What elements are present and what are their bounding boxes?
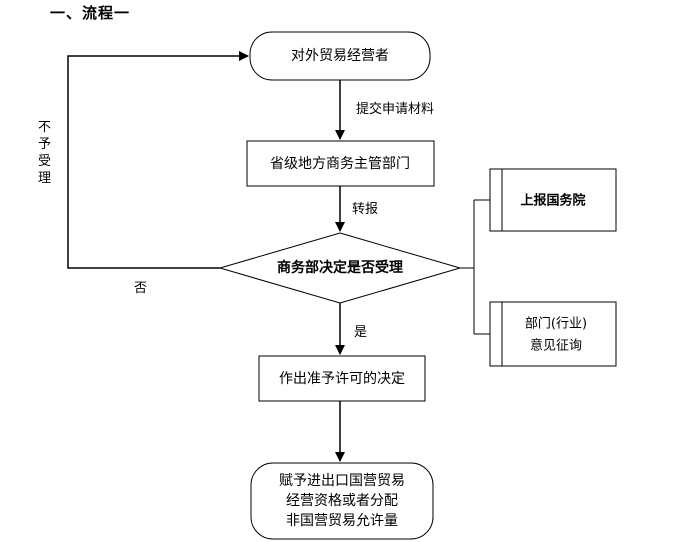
provincial-node-label: 省级地方商务主管部门 [270,156,410,172]
section-heading: 一、流程一 [50,4,131,22]
start-node-label: 对外贸易经营者 [291,48,389,64]
edge-label-reject-2: 予 [38,137,51,152]
arrow-reject-loop [67,51,249,269]
edge-label-reject-4: 理 [38,171,51,186]
result-node [250,462,434,540]
edge-label-forward: 转报 [352,202,378,217]
edge-label-reject-1: 不 [38,120,51,135]
dept-consult-label-1: 部门(行业) [525,317,587,332]
dept-consult-label-2: 意见征询 [530,338,582,354]
edge-label-yes: 是 [354,325,367,340]
result-node-label-3: 非国营贸易允许量 [286,513,398,529]
permit-node-label: 作出准予许可的决定 [279,371,405,387]
edge-label-no: 否 [134,281,147,296]
result-node-label-1: 赋予进出口国营贸易 [279,473,405,489]
state-council-label: 上报国务院 [520,193,585,209]
edge-label-reject-3: 受 [38,154,51,169]
provincial-node [246,140,435,187]
dept-consult-node [489,301,617,367]
permit-node [258,355,426,402]
result-node-label-2: 经营资格或者分配 [286,493,398,509]
state-council-node [489,168,617,232]
decision-node-label: 商务部决定是否受理 [277,259,403,276]
edge-label-submit: 提交申请材料 [356,101,434,117]
